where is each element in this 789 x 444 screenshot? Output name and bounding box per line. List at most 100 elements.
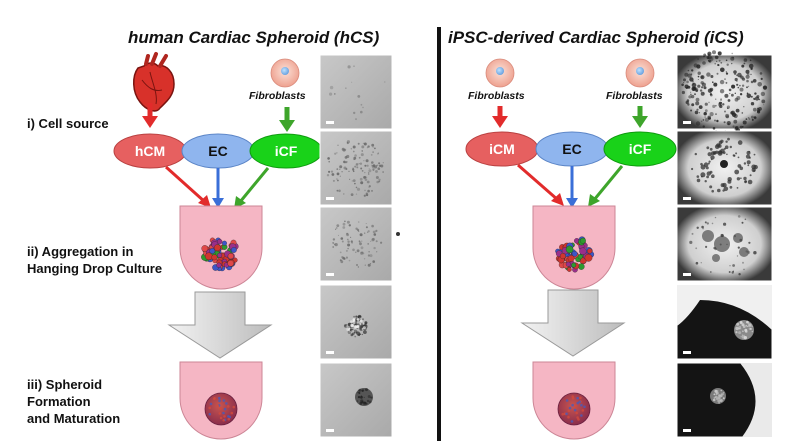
cell-label-cf: iCF [275,143,298,159]
aggregate-cell [217,252,223,258]
spheroid-speckle [574,404,577,408]
aggregate-cell [201,245,209,252]
aggregate-cell [205,252,213,261]
spheroid-speckle [573,408,577,412]
aggregate-cell [216,262,222,268]
micrograph-image [676,50,773,135]
spheroid-speckle [223,415,226,418]
panel-title-ics: iPSC-derived Cardiac Spheroid (iCS) [448,28,744,47]
down-arrow-icon [142,103,158,128]
spheroid-speckle [222,419,225,422]
fibroblast-label: Fibroblasts [249,90,306,102]
spheroid-speckle [223,407,227,411]
spheroid-speckle [208,412,212,416]
fibroblast-label: Fibroblasts [606,90,663,102]
spheroid-speckle [571,403,574,407]
aggregate-cell [565,261,571,267]
micrograph-image [319,54,393,130]
spheroid-speckle [561,413,564,416]
aggregate-cell [227,260,234,267]
aggregate-cell [565,245,574,254]
spheroid-speckle [219,416,223,420]
cell-aggregate [201,237,239,272]
micrograph-column [676,50,773,438]
spheroid-speckle [218,412,222,415]
panel-divider [437,27,441,441]
aggregate-cell [222,240,227,246]
fibroblast-cell-icon [485,58,515,88]
micrograph-image [319,284,393,360]
aggregate-cell [566,267,572,272]
cell-label-cf: iCF [629,141,652,157]
spheroid-speckle [222,399,226,402]
step-label: Hanging Drop Culture [27,261,163,276]
hanging-drop [532,205,616,290]
step-label: i) Cell source [27,116,109,131]
micrograph-image [319,206,400,282]
step-label: ii) Aggregation in [27,244,134,259]
spheroid-speckle [209,402,213,406]
step-aggregation: ii) Aggregation in Hanging Drop Culture [27,243,162,277]
spheroid-speckle [216,404,219,408]
spheroid-speckle [576,401,580,405]
micrograph-image [319,362,393,438]
spheroid-speckle [213,397,216,401]
spheroid-speckle [218,396,221,400]
down-arrow-icon [632,106,648,128]
spheroid-speckle [580,414,583,417]
cell-label-cm: iCM [489,141,515,157]
spheroid-speckle [575,411,578,415]
aggregate-cell [587,248,593,254]
progression-arrow [520,289,626,357]
aggregate-cell [571,250,578,257]
spheroid-speckle [565,399,569,402]
micrograph-image [676,130,773,206]
cell-label-cm: hCM [135,143,165,159]
step-label: Formation [27,394,91,409]
spheroid-speckle [580,403,583,407]
spheroid-speckle [227,417,231,421]
aggregate-cell [571,262,577,268]
step-label: and Maturation [27,411,121,426]
cell-label-ec: EC [208,143,227,159]
aggregate-cell [579,247,587,255]
micrograph-image [676,206,773,282]
fibroblast-label: Fibroblasts [468,90,525,102]
down-arrow-icon [492,106,508,128]
spheroid-speckle [232,405,236,409]
down-arrow-icon [279,107,295,132]
step-label: iii) Spheroid [27,377,103,392]
aggregate-cell [559,253,566,260]
spheroid-speckle [568,406,572,410]
aggregate-cell [578,263,585,270]
aggregate-cell [217,239,223,245]
aggregate-cell [214,244,221,252]
aggregate-cell [211,254,218,261]
micrograph-column [319,54,400,438]
aggregate-cell [584,253,593,262]
spheroid-speckle [567,415,570,419]
micrograph-image [319,130,393,206]
spheroid-speckle [225,402,228,405]
spheroid-speckle [583,405,586,409]
fibroblast-oval [603,131,677,167]
spheroid-speckle [222,411,225,415]
spheroid-speckle [227,405,230,408]
aggregate-cell [567,255,575,262]
spheroid-speckle [571,395,574,398]
heart-icon [133,52,175,112]
panel-title-hcs: human Cardiac Spheroid (hCS) [128,28,380,47]
spheroid-speckle [578,400,581,404]
spheroid-speckle [577,418,580,421]
fibroblast-cell-icon [625,58,655,88]
spheroid-speckle [218,399,221,403]
spheroid-speckle [576,396,579,400]
spheroid-speckle [567,409,571,413]
spheroid-speckle [219,407,222,410]
step-spheroid-formation: iii) Spheroid Formation and Maturation [27,376,120,427]
spheroid-speckle [565,412,568,416]
spheroid-speckle [230,411,234,415]
fibroblast-cell-icon [270,58,300,88]
progression-arrow [167,291,273,359]
